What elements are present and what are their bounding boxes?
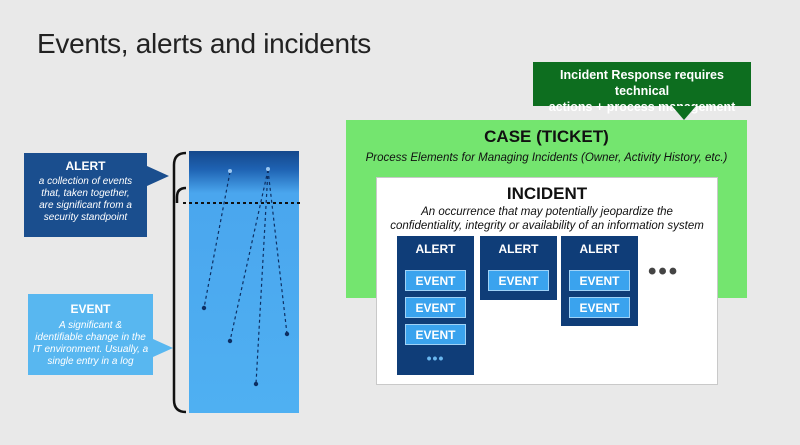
alert-label: ALERT [498,242,539,256]
event-stream-bar [189,151,299,413]
callout-line: actions + process management [548,100,736,114]
event-point [253,381,259,387]
alert-group: ALERT EVENT [480,236,557,300]
correlation-line [267,169,288,335]
alert-def-line: that, taken together, [41,188,130,199]
page-title: Events, alerts and incidents [37,28,372,59]
event-chip: EVENT [488,270,549,291]
incident-desc-line: An occurrence that may potentially jeopa… [421,206,673,218]
event-definition-box: EVENT A significant & identifiable chang… [28,294,153,375]
event-def-line: single entry in a log [47,356,134,367]
alert-definition-heading: ALERT [65,159,106,173]
alert-group: ALERT EVENT EVENT [561,236,638,326]
event-definition-text: A significant & identifiable change in t… [28,320,153,368]
case-subtitle: Process Elements for Managing Incidents … [365,152,728,164]
event-chip: EVENT [569,270,630,291]
incident-title: INCIDENT [506,184,588,203]
callout-pointer [672,106,696,120]
event-def-line: A significant & [59,320,122,331]
case-title: CASE (TICKET) [484,127,609,146]
event-point [201,305,207,311]
alert-label: ALERT [579,242,620,256]
more-events-dots: ••• [426,350,445,366]
event-point [227,338,233,344]
alert-point [228,169,232,173]
event-chip: EVENT [405,324,466,345]
incident-desc-line: confidentiality, integrity or availabili… [390,220,704,232]
event-chip: EVENT [405,297,466,318]
incident-response-callout: Incident Response requires technical act… [533,62,751,114]
alert-pointer-arrow [147,166,169,186]
alert-def-line: are significant from a [39,200,132,211]
correlation-line [203,171,231,309]
event-chip: EVENT [569,297,630,318]
event-point [284,331,290,337]
event-def-line: identifiable change in the [35,332,146,343]
event-pointer-arrow [153,339,173,357]
event-brace [172,151,187,414]
alert-definition-box: ALERT a collection of events that, taken… [24,153,147,237]
alert-def-line: security standpoint [43,212,128,223]
event-def-line: IT environment. Usually, a [32,344,149,355]
alert-brace [175,186,187,203]
callout-line: Incident Response requires technical [560,68,724,98]
event-definition-heading: EVENT [70,302,111,316]
correlation-line [229,169,269,342]
event-chip: EVENT [405,270,466,291]
more-alerts-dots: ••• [648,258,680,285]
incident-description: An occurrence that may potentially jeopa… [377,205,717,233]
alert-definition-text: a collection of events that, taken toget… [24,176,147,224]
alert-label: ALERT [415,242,456,256]
alert-def-line: a collection of events [38,176,133,187]
alert-point [266,167,270,171]
alert-group: ALERT EVENT EVENT EVENT ••• [397,236,474,375]
